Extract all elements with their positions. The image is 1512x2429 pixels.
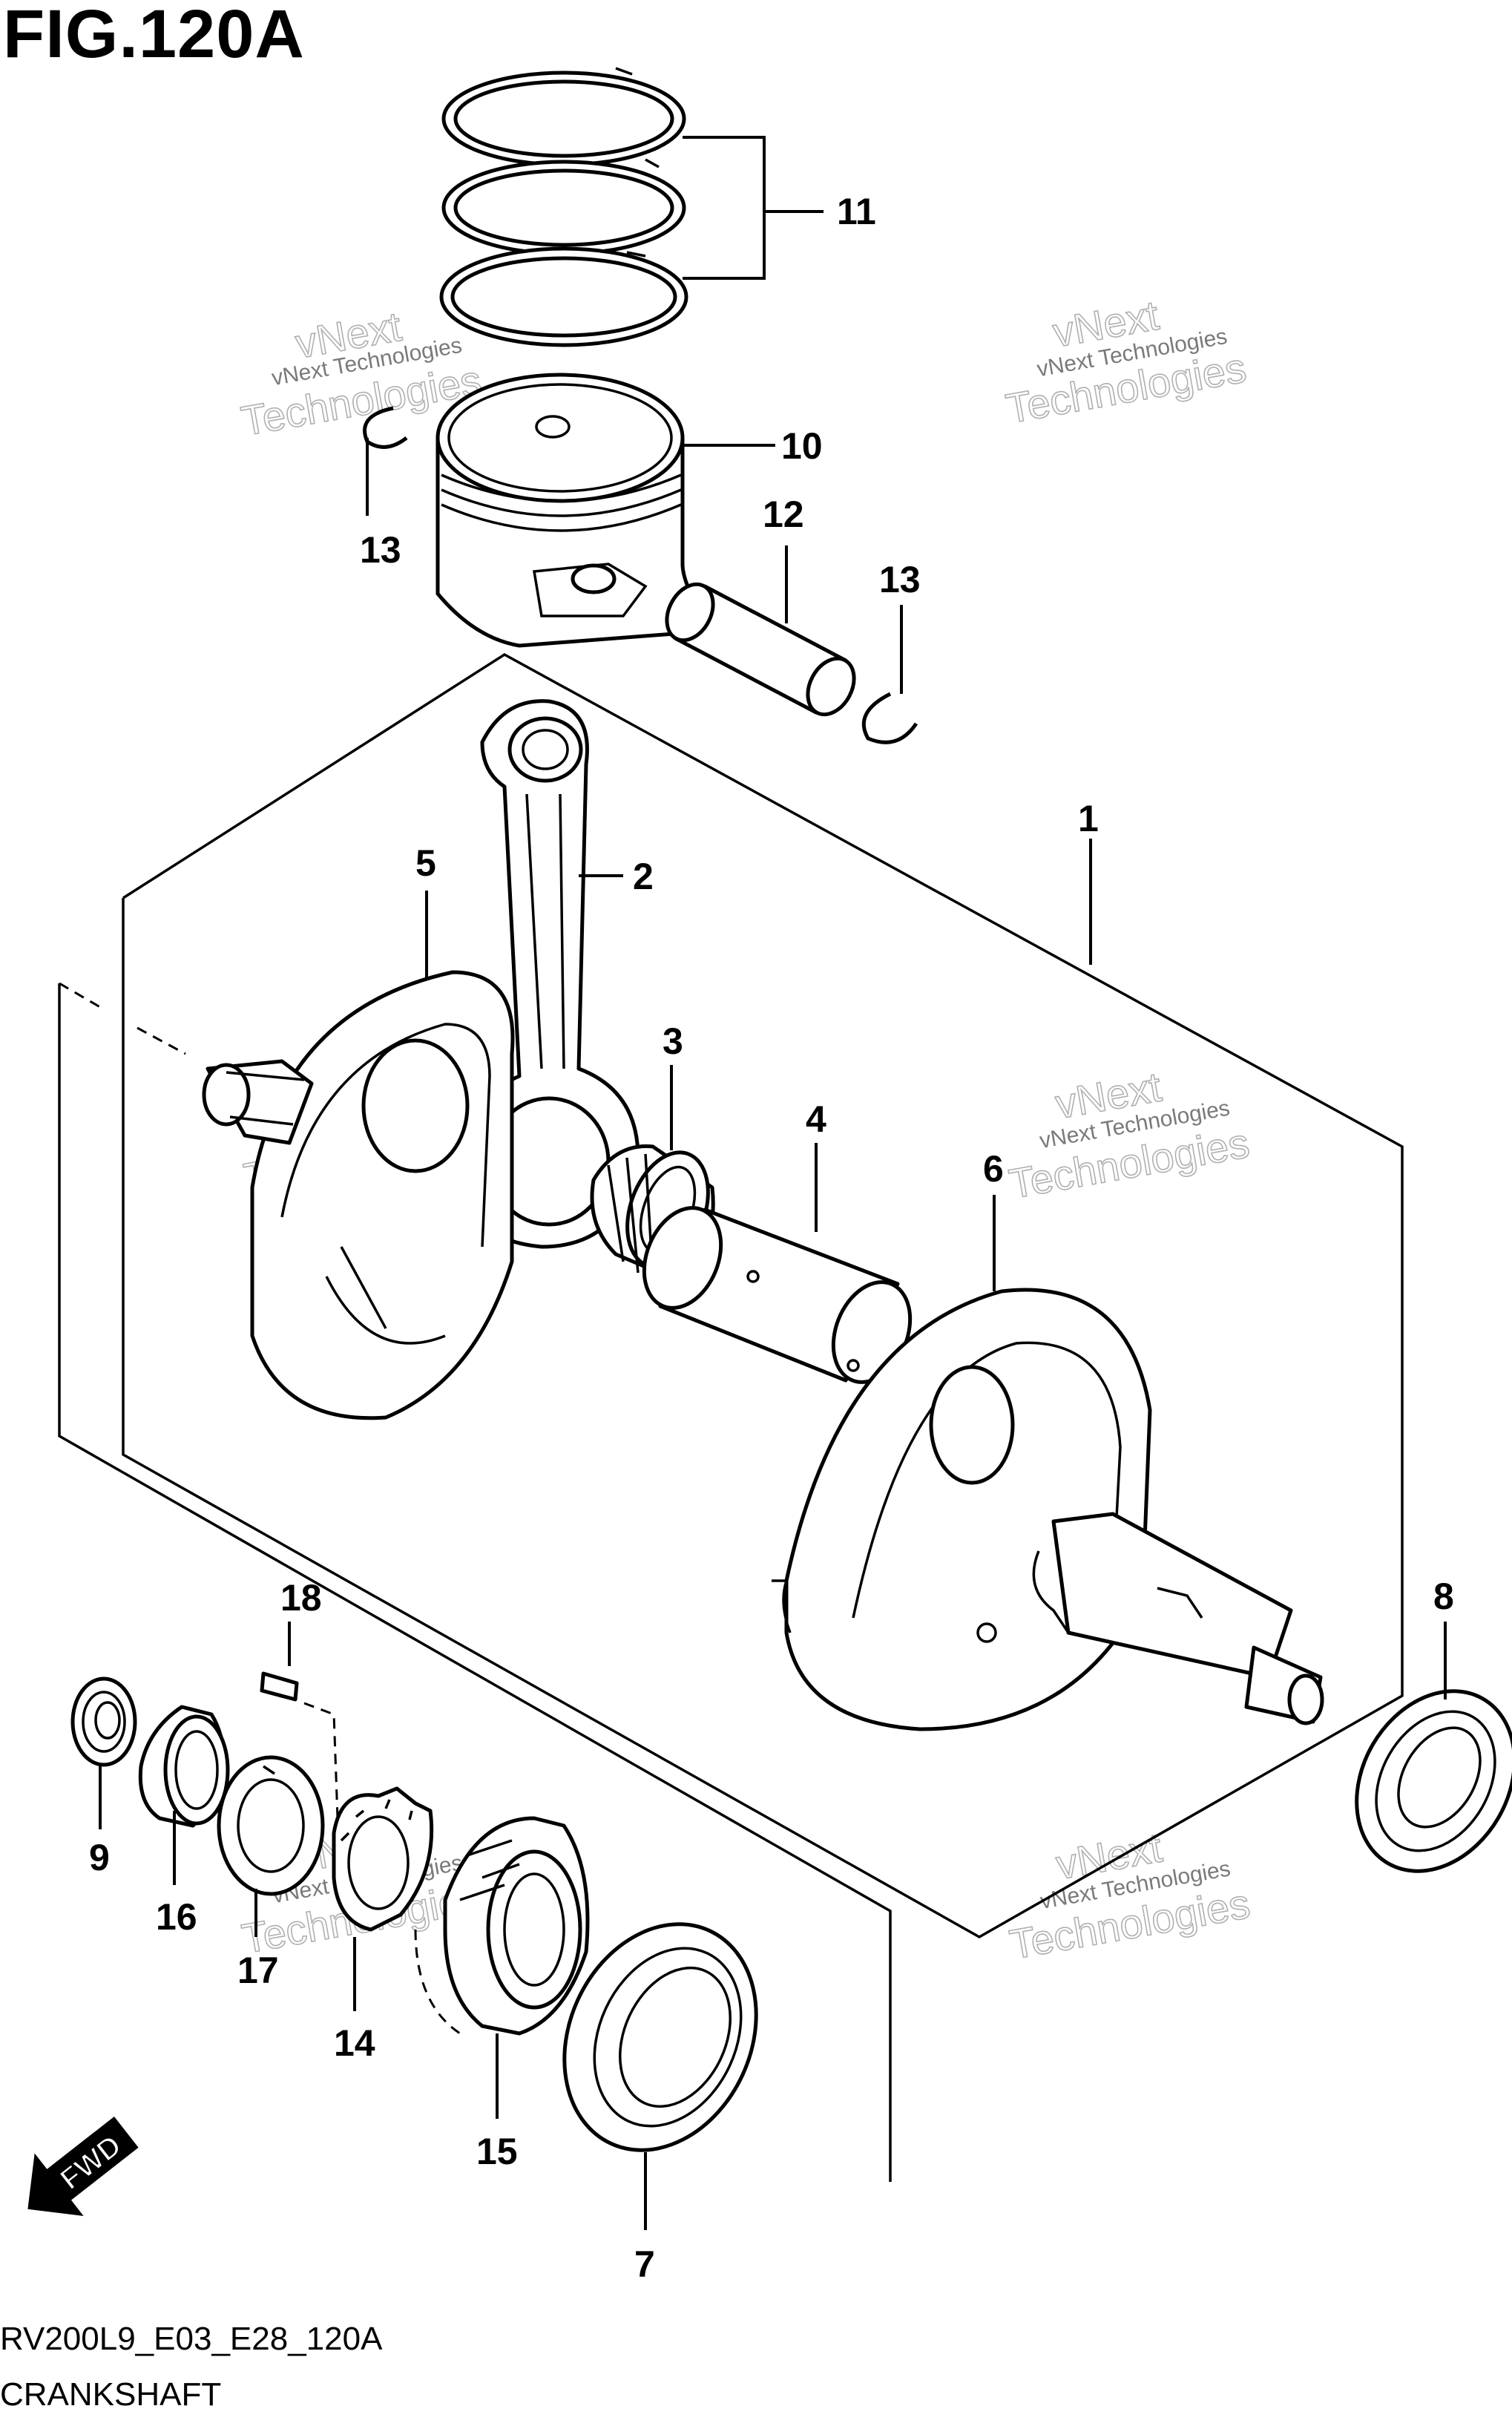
callout-13-right: 13 [879,559,921,600]
callout-1: 1 [1078,798,1099,839]
washer [217,1755,325,1896]
timing-gear [414,1816,590,2036]
piston-ring-second-inner [453,168,674,247]
crank-web-left [250,970,515,1420]
circlip-right [861,692,918,744]
callout-14: 14 [334,2022,375,2064]
figure-title: FIG.120A [3,0,305,72]
oil-seal [70,1676,137,1767]
crankshaft-right-end [1032,1512,1324,1725]
crankshaft-left-end [202,1059,314,1145]
callout-9: 9 [89,1837,110,1878]
spacer [138,1705,230,1828]
callout-5: 5 [415,842,436,884]
callout-10: 10 [781,425,823,467]
piston [435,373,714,648]
primary-drive-gear [332,1786,434,1932]
callout-16: 16 [156,1896,197,1938]
ball-bearing-left [562,1922,758,2152]
callout-13-left: 13 [360,529,401,571]
figure-code: RV200L9_E03_E28_120A [0,2321,383,2357]
callout-8: 8 [1433,1576,1454,1617]
watermark-group: vNext Technologies vNext Technologies [1005,1063,1253,1208]
callout-labels: 11 10 12 13 13 1 2 5 3 4 6 8 18 9 16 17 … [89,191,1454,2285]
callout-12: 12 [763,494,804,535]
watermark-group: vNext Technologies vNext Technologies [1006,1823,1254,1969]
piston-ring-set [439,67,688,347]
callout-6: 6 [983,1148,1004,1190]
callout-7: 7 [634,2243,655,2285]
callout-3: 3 [663,1020,683,1062]
fwd-arrow-icon: FWD [27,2117,139,2216]
leader-lines [99,136,1447,2230]
key [260,1671,339,1819]
figure-name: CRANKSHAFT [0,2376,222,2413]
watermark-group: vNext Technologies vNext Technologies [1002,291,1249,433]
callout-17: 17 [237,1950,279,1991]
crank-pin [642,1206,913,1384]
assembly-frame [58,652,1404,2182]
piston-ring-top-inner [453,79,674,158]
piston-pin [665,582,856,717]
piston-ring-oil-inner [450,256,677,338]
callout-11: 11 [837,191,876,232]
ball-bearing-right [1355,1689,1512,1873]
callout-4: 4 [806,1098,826,1140]
callout-15: 15 [476,2131,518,2172]
callout-18: 18 [280,1577,322,1619]
callout-2: 2 [633,856,654,897]
